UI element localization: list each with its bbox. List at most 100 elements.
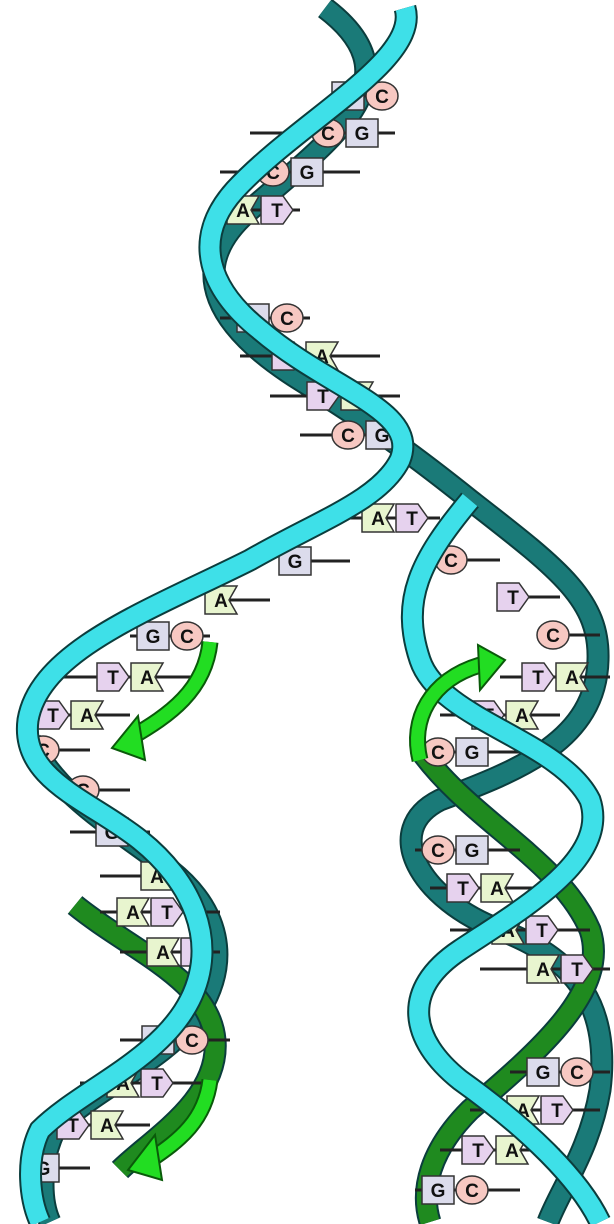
- base-pair-rungs: [30, 94, 610, 1192]
- base-A-right-shape: [130, 662, 165, 692]
- base-C-left-shape: [331, 420, 365, 450]
- base-C-left-label: C: [444, 551, 458, 572]
- base-T-left-label: T: [107, 668, 119, 689]
- base-T-right-shape: [525, 915, 559, 945]
- base-pair: A: [204, 585, 239, 615]
- base-A-left-label: A: [156, 943, 170, 964]
- base-G-right-shape: [455, 737, 489, 767]
- base-G-right-shape: [345, 118, 379, 148]
- base-A-left-shape: [526, 954, 561, 984]
- base-A-right-shape: [70, 700, 105, 730]
- base-G-right-shape: [455, 835, 489, 865]
- base-T-right-shape: [560, 954, 594, 984]
- base-G-left-label: G: [536, 1063, 551, 1084]
- base-T-left-shape: [521, 662, 555, 692]
- base-T-right-label: T: [551, 1101, 563, 1122]
- base-A-right-label: A: [515, 706, 529, 727]
- base-A-left-label: A: [536, 960, 550, 981]
- base-A-right-label: A: [490, 879, 504, 900]
- base-C-right-label: C: [185, 1031, 199, 1052]
- base-A-left-label: A: [236, 201, 250, 222]
- base-T-right-shape: [540, 1095, 574, 1125]
- base-C-left-shape: [536, 620, 570, 650]
- old-strand-light-right: [402, 493, 609, 1224]
- base-T-right-shape: [140, 1068, 174, 1098]
- new-strand-right: [412, 744, 603, 1224]
- base-G-left-shape: [421, 1175, 455, 1205]
- base-T-left-label: T: [457, 879, 469, 900]
- base-A-right-label: A: [100, 1116, 114, 1137]
- base-G-right-label: G: [355, 124, 370, 145]
- base-C-right-shape: [170, 621, 204, 651]
- base-T-right-label: T: [571, 960, 583, 981]
- base-A-right-label: A: [505, 1141, 519, 1162]
- base-A-left-label: A: [214, 591, 228, 612]
- base-C-left-label: C: [431, 743, 445, 764]
- base-G-left-shape: [136, 621, 170, 651]
- base-A-left-shape: [204, 585, 239, 615]
- base-C-left-label: C: [321, 124, 335, 145]
- base-T-left-label: T: [67, 1116, 79, 1137]
- base-A-left-shape: [361, 503, 396, 533]
- base-G-right-label: G: [465, 743, 480, 764]
- base-T-left-label: T: [532, 668, 544, 689]
- base-T-right-shape: [260, 195, 294, 225]
- base-T-left-shape: [446, 873, 480, 903]
- base-A-left-label: A: [371, 509, 385, 530]
- arrow-right-upper: [409, 643, 507, 763]
- base-T-left-label: T: [507, 588, 519, 609]
- base-T-left-label: T: [317, 387, 329, 408]
- base-pair: T: [496, 582, 530, 612]
- base-T-left-label: T: [47, 706, 59, 727]
- base-A-right-label: A: [80, 706, 94, 727]
- base-G-right-label: G: [465, 841, 480, 862]
- base-T-right-shape: [150, 897, 184, 927]
- base-C-left-label: C: [341, 426, 355, 447]
- base-pair: C: [536, 620, 570, 650]
- base-T-right-label: T: [271, 201, 283, 222]
- base-A-left-shape: [116, 897, 151, 927]
- base-T-right-label: T: [406, 509, 418, 530]
- base-C-right-shape: [365, 81, 399, 111]
- base-T-left-label: T: [472, 1141, 484, 1162]
- base-A-right-shape: [555, 662, 590, 692]
- base-A-left-shape: [146, 937, 181, 967]
- base-A-right-label: A: [565, 668, 579, 689]
- base-C-right-label: C: [375, 87, 389, 108]
- base-A-right-shape: [480, 873, 515, 903]
- base-C-right-label: C: [570, 1063, 584, 1084]
- base-A-left-label: A: [126, 903, 140, 924]
- base-A-right-label: A: [140, 668, 154, 689]
- arrow-left-lower: [126, 1078, 219, 1182]
- base-G-left-label: G: [146, 627, 161, 648]
- base-C-right-shape: [560, 1057, 594, 1087]
- base-T-left-shape: [96, 662, 130, 692]
- base-G-right-label: G: [300, 163, 315, 184]
- base-G-left-label: G: [431, 1181, 446, 1202]
- base-T-left-shape: [496, 582, 530, 612]
- base-T-right-shape: [395, 503, 429, 533]
- replication-arrows: [110, 640, 507, 1182]
- arrow-left-upper: [110, 640, 219, 762]
- old-strand-light: [17, 5, 416, 1224]
- base-G-left-shape: [526, 1057, 560, 1087]
- base-C-right-shape: [175, 1025, 209, 1055]
- base-A-right-shape: [90, 1110, 125, 1140]
- base-C-right-shape: [270, 303, 304, 333]
